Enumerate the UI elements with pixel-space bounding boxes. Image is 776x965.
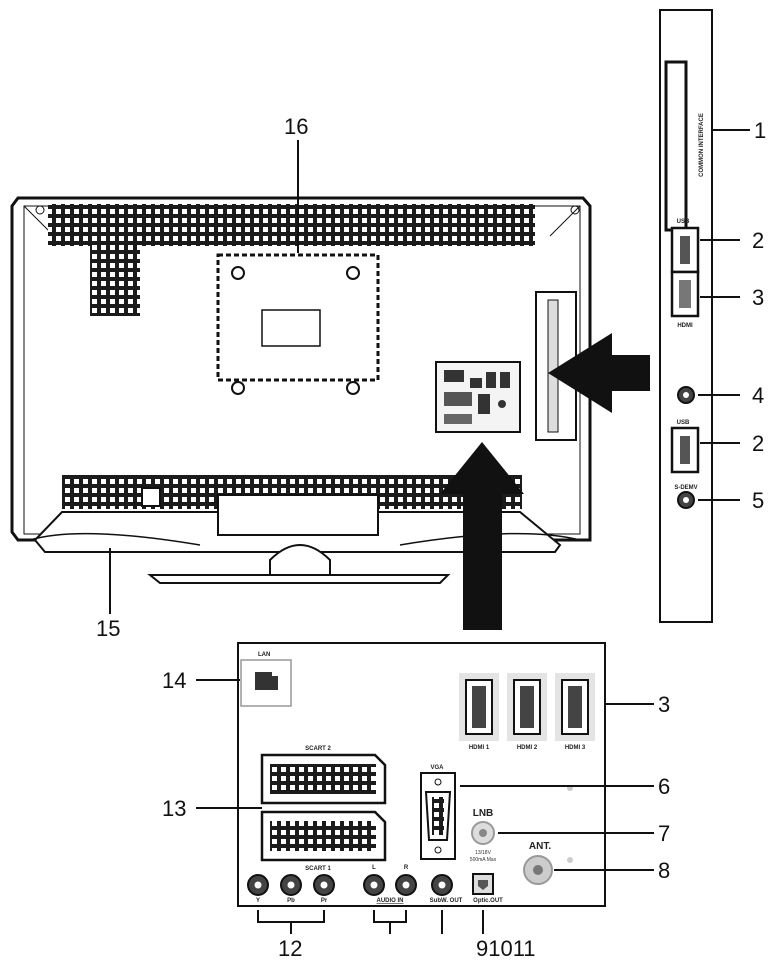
usb-bottom-label: USB [677, 420, 690, 426]
subw-out-label: SubW. OUT [430, 898, 463, 904]
callout-2-top: 2 [752, 228, 764, 253]
scart-2-port[interactable] [260, 753, 387, 805]
callout-1: 1 [754, 118, 766, 143]
component-jack-y[interactable] [247, 874, 269, 896]
vesa-mount-area [216, 253, 380, 382]
side-hdmi-label: HDMI [677, 323, 693, 329]
y-label: Y [256, 898, 260, 904]
rear-connection-panel: LAN HDMI 1 HDMI 2 HDMI 3 SCART 2 [237, 642, 606, 907]
callout-5: 5 [752, 488, 764, 513]
lnb-spec-2: 500mA Max [470, 857, 497, 863]
audio-r-label: R [404, 865, 409, 871]
arrow-to-rear-panel [440, 442, 524, 630]
tv-stand [29, 494, 581, 584]
audio-in-left-jack[interactable] [363, 874, 385, 896]
audio-in-label: AUDIO IN [377, 898, 404, 904]
side-vent-grille [90, 246, 140, 316]
hdmi-port-1[interactable] [459, 673, 499, 741]
hdmi-3-label: HDMI 3 [565, 745, 586, 751]
ant-label: ANT. [529, 841, 551, 852]
lan-label: LAN [258, 652, 270, 658]
component-jack-pb[interactable] [280, 874, 302, 896]
power-socket [141, 487, 161, 507]
hdmi-1-label: HDMI 1 [469, 745, 490, 751]
callout-4: 4 [752, 383, 764, 408]
audio-l-label: L [372, 865, 376, 871]
optical-out-port[interactable] [472, 873, 494, 895]
svideo-label: S-DEMV [674, 485, 697, 491]
common-interface-slot[interactable] [664, 60, 688, 232]
usb-top-label: USB [677, 219, 690, 225]
audio-in-right-jack[interactable] [395, 874, 417, 896]
scart-2-label: SCART 2 [305, 746, 331, 752]
hdmi-2-label: HDMI 2 [517, 745, 538, 751]
lnb-spec-1: 13/18V [475, 850, 492, 856]
callout-3-side: 3 [752, 285, 764, 310]
usb-port-top[interactable] [670, 226, 700, 274]
optic-out-label: Optic.OUT [473, 898, 503, 904]
callout-3-rear: 3 [658, 692, 670, 717]
callout-7: 7 [658, 821, 670, 846]
scart-1-label: SCART 1 [305, 866, 331, 872]
scart-1-port[interactable] [260, 810, 387, 862]
side-panel: COMMON INTERFACE USB HDMI USB S-DEMV [659, 9, 713, 623]
vga-label: VGA [430, 765, 444, 771]
subwoofer-out-jack[interactable] [431, 874, 453, 896]
pb-label: Pb [287, 898, 295, 904]
component-jack-pr[interactable] [313, 874, 335, 896]
callout-8: 8 [658, 858, 670, 883]
callout-12: 12 [278, 936, 302, 961]
callout-14: 14 [162, 668, 186, 693]
tv-rear-view [10, 196, 592, 584]
arrow-to-side-panel [548, 333, 650, 413]
lnb-label: LNB [473, 808, 494, 819]
callout-16: 16 [284, 114, 308, 139]
hdmi-port-3[interactable] [555, 673, 595, 741]
vga-port[interactable] [420, 772, 456, 860]
hdmi-port-2[interactable] [507, 673, 547, 741]
callout-13: 13 [162, 796, 186, 821]
callout-6: 6 [658, 774, 670, 799]
top-vent-grille [48, 204, 535, 246]
rear-connector-block [435, 361, 521, 433]
callout-2-bottom: 2 [752, 431, 764, 456]
common-interface-label: COMMON INTERFACE [699, 113, 705, 177]
callout-91011: 91011 [476, 936, 536, 961]
mount-screw [231, 266, 360, 395]
pr-label: Pr [321, 898, 328, 904]
callout-15: 15 [96, 616, 120, 641]
